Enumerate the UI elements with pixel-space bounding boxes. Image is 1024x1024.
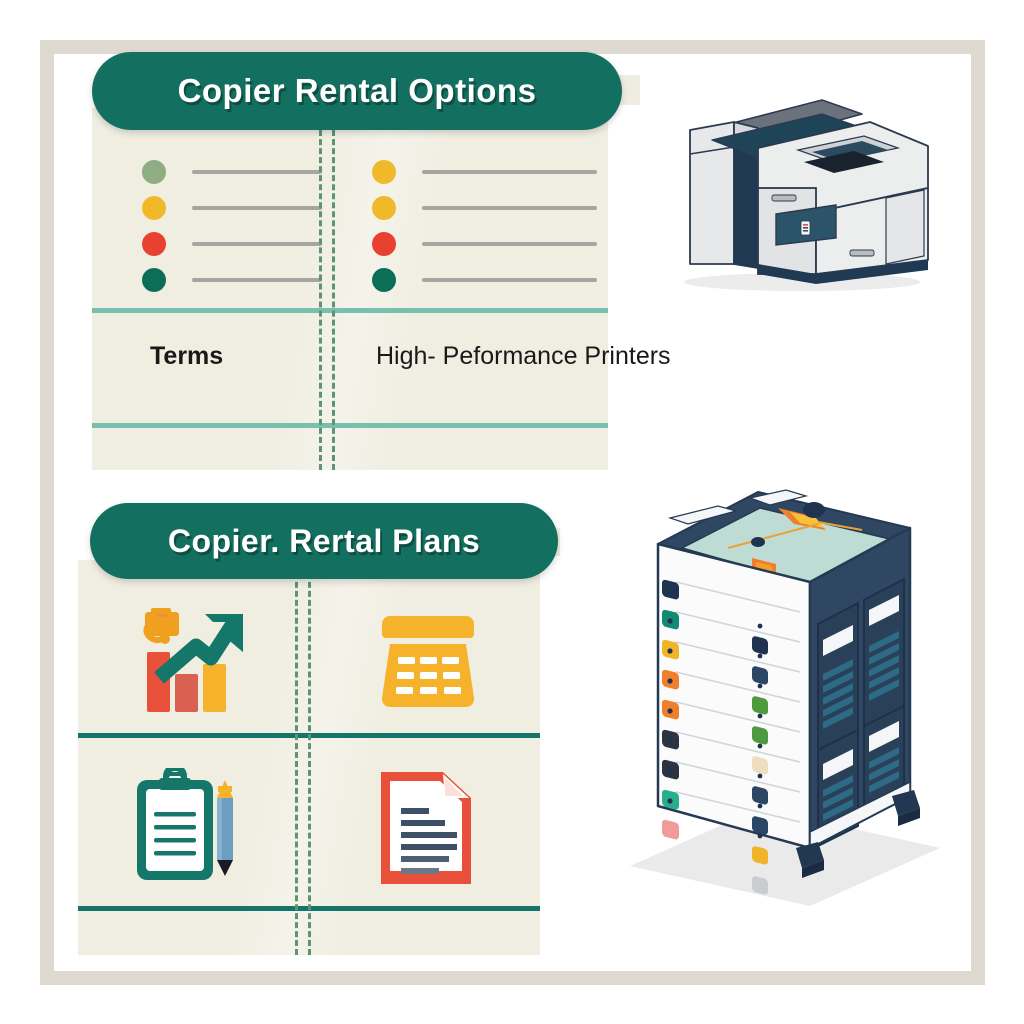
bullet-dot-icon xyxy=(142,268,166,292)
bullet-row xyxy=(142,160,322,184)
card1-rule-bottom xyxy=(92,423,608,428)
card1-gutter-left xyxy=(319,112,322,470)
bullet-row xyxy=(142,268,322,292)
bullet-line xyxy=(192,206,322,210)
bullet-line xyxy=(422,170,597,174)
calculator-icon xyxy=(378,612,478,712)
bullet-row xyxy=(142,196,322,220)
card1-rule-top xyxy=(92,308,608,313)
clipboard-pencil-icon xyxy=(133,768,258,888)
bullet-dot-icon xyxy=(372,160,396,184)
growth-bar-chart-icon xyxy=(133,602,253,722)
banner-copier-rental-options: Copier Rental Options xyxy=(92,52,622,130)
bullet-dot-icon xyxy=(372,232,396,256)
bullet-row xyxy=(142,232,322,256)
bullet-line xyxy=(192,170,322,174)
banner-title-1: Copier Rental Options xyxy=(177,72,537,109)
document-icon xyxy=(375,768,480,888)
card2-gutter-right xyxy=(308,564,311,955)
card2-gutter-left xyxy=(295,564,298,955)
bullet-dot-icon xyxy=(372,196,396,220)
bullet-line xyxy=(422,242,597,246)
decorative-frame xyxy=(40,40,985,985)
bullet-dot-icon xyxy=(142,160,166,184)
bullet-row xyxy=(372,232,597,256)
bullet-row xyxy=(372,160,597,184)
card1-label-terms: Terms xyxy=(150,342,224,370)
bullet-row xyxy=(372,196,597,220)
bullet-line xyxy=(422,278,597,282)
bullet-row xyxy=(372,268,597,292)
banner-copier-rental-plans: Copier. Rertal Plans xyxy=(90,503,558,579)
bullet-dot-icon xyxy=(372,268,396,292)
bullet-line xyxy=(192,242,322,246)
card1-label-printers: High- Peformance Printers xyxy=(376,342,671,370)
bullet-line xyxy=(422,206,597,210)
bullet-line xyxy=(192,278,322,282)
card1-gutter-right xyxy=(332,112,335,470)
card-copier-rental-options xyxy=(92,108,608,470)
server-rack-illustration xyxy=(610,478,960,918)
office-copier-illustration xyxy=(672,92,932,292)
bullet-dot-icon xyxy=(142,196,166,220)
banner-title-2: Copier. Rertal Plans xyxy=(167,522,481,559)
bullet-dot-icon xyxy=(142,232,166,256)
